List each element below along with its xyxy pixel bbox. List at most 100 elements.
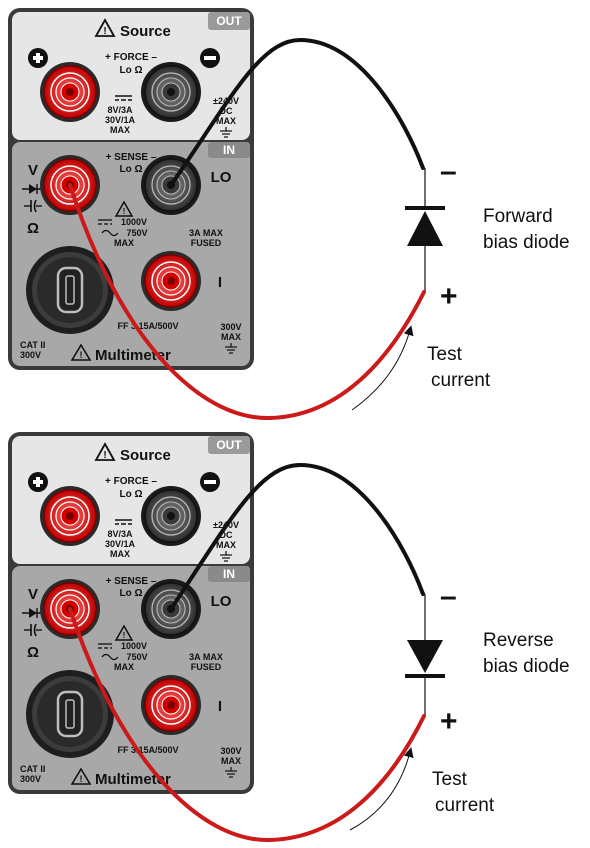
fuse-label: FF 3.15A/500V: [117, 321, 178, 331]
cat-rating-1: CAT II: [20, 340, 45, 350]
fused-1: 3A MAX: [189, 652, 223, 662]
minus-icon: [200, 48, 220, 68]
meas-rating-2: 750V: [126, 228, 147, 238]
gnd-rating-2: MAX: [221, 756, 241, 766]
svg-text:!: !: [103, 26, 106, 37]
warning-icon: !: [94, 442, 116, 461]
multimeter-label: Multimeter: [95, 347, 171, 364]
source-label: Source: [120, 23, 171, 40]
svg-text:!: !: [123, 631, 126, 640]
current-label-2: current: [431, 370, 491, 391]
ohm-label: Ω: [27, 220, 39, 237]
panel-reverse-bias: OUT IN ! Source + FORCE – Lo Ω: [8, 432, 570, 843]
plus-icon: [28, 48, 48, 68]
current-terminal[interactable]: [140, 674, 202, 736]
dc-rating-2: DC: [220, 530, 233, 540]
v-label: V: [28, 586, 38, 603]
source-rating-3: MAX: [110, 549, 130, 559]
svg-text:!: !: [80, 774, 83, 784]
cat-rating-2: 300V: [20, 774, 41, 784]
source-rating-2: 30V/1A: [105, 115, 136, 125]
out-tag-box: [208, 12, 250, 30]
source-plus-terminal[interactable]: [39, 485, 101, 547]
fuse-holder[interactable]: [26, 670, 114, 758]
i-label: I: [218, 698, 222, 715]
meas-rating-1: 1000V: [121, 641, 147, 651]
svg-text:!: !: [103, 450, 106, 461]
gnd-rating-1: 300V: [220, 322, 241, 332]
in-tag-box: [208, 142, 250, 158]
warning-icon: !: [114, 200, 134, 217]
plus-icon: [28, 472, 48, 492]
source-minus-terminal[interactable]: [140, 61, 202, 123]
test-current-arrow: [351, 325, 414, 411]
sense-label: + SENSE –: [106, 576, 157, 587]
red-lead[interactable]: [68, 183, 426, 421]
cat-rating-1: CAT II: [20, 764, 45, 774]
lo-ohm-label: Lo Ω: [119, 489, 142, 500]
cat-rating-2: 300V: [20, 350, 41, 360]
source-rating-1: 8V/3A: [107, 529, 133, 539]
dc-rating-3: MAX: [216, 540, 236, 550]
current-terminal[interactable]: [140, 250, 202, 312]
diode-label-1: Reverse: [483, 630, 554, 651]
ac-symbol-icon: [101, 229, 119, 237]
meas-rating-3: MAX: [114, 662, 134, 672]
warning-icon: !: [70, 343, 92, 361]
dc-symbol-icon: [115, 95, 132, 101]
dc-rating-3: MAX: [216, 116, 236, 126]
test-current-arrow: [349, 747, 414, 831]
diode-label-2: bias diode: [483, 232, 570, 253]
fused-2: FUSED: [191, 662, 222, 672]
in-tag: IN: [223, 143, 235, 157]
ohm-label: Ω: [27, 644, 39, 661]
diode-label-1: Forward: [483, 206, 553, 227]
multimeter-label: Multimeter: [95, 771, 171, 788]
meas-rating-2: 750V: [126, 652, 147, 662]
source-minus-terminal[interactable]: [140, 485, 202, 547]
minus-icon: [200, 472, 220, 492]
lo-label: LO: [211, 593, 232, 610]
minus-sign: –: [440, 580, 457, 613]
current-label-2: current: [435, 795, 495, 816]
meas-rating-1: 1000V: [121, 217, 147, 227]
red-lead[interactable]: [68, 607, 426, 843]
in-tag-box: [208, 566, 250, 582]
ground-icon: [220, 127, 232, 138]
current-label-1: Test: [432, 769, 468, 790]
fuse-holder[interactable]: [26, 246, 114, 334]
current-label-1: Test: [427, 344, 463, 365]
black-lead[interactable]: [169, 462, 425, 611]
capacitor-symbol-icon: [24, 623, 42, 637]
source-plus-terminal[interactable]: [39, 61, 101, 123]
ground-icon: [225, 767, 237, 778]
warning-icon: !: [94, 18, 116, 37]
source-label: Source: [120, 447, 171, 464]
lo-ohm-label: Lo Ω: [119, 65, 142, 76]
out-tag: OUT: [216, 438, 242, 452]
sense-label: + SENSE –: [106, 152, 157, 163]
multimeter-front-panel: OUT IN ! Source + FORCE – Lo Ω: [8, 8, 254, 370]
svg-text:!: !: [123, 207, 126, 216]
dc-rating-2: DC: [220, 106, 233, 116]
minus-sign: –: [440, 155, 457, 188]
dc-symbol-icon: [115, 519, 132, 525]
plus-sign: +: [440, 280, 458, 313]
forward-diode-symbol: [405, 206, 445, 246]
dc-symbol-icon: [98, 219, 112, 225]
meas-rating-3: MAX: [114, 238, 134, 248]
sense-lo-ohm: Lo Ω: [119, 164, 142, 175]
v-label: V: [28, 162, 38, 179]
warning-icon: !: [114, 624, 134, 641]
gnd-rating-2: MAX: [221, 332, 241, 342]
out-tag-box: [208, 436, 250, 454]
black-lead[interactable]: [169, 37, 425, 187]
plus-sign: +: [440, 705, 458, 738]
source-rating-1: 8V/3A: [107, 105, 133, 115]
dc-symbol-icon: [98, 643, 112, 649]
diode-label-2: bias diode: [483, 656, 570, 677]
fused-2: FUSED: [191, 238, 222, 248]
ground-icon: [225, 343, 237, 354]
ac-symbol-icon: [101, 653, 119, 661]
